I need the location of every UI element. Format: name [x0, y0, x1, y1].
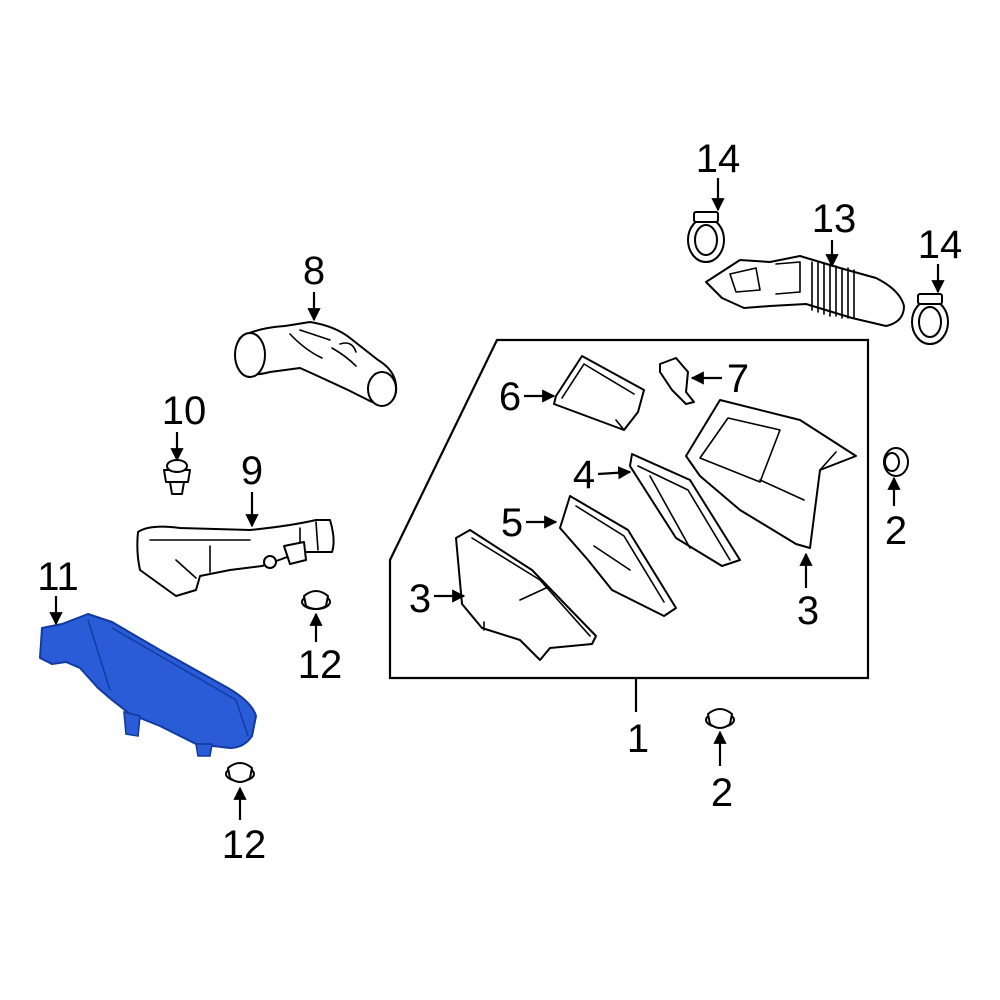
part-11-air-inlet-highlighted[interactable] [39, 613, 257, 757]
part-8-air-duct[interactable] [234, 321, 398, 407]
callout-8: 8 [303, 249, 325, 293]
part-2-grommet-bottom[interactable] [705, 708, 735, 729]
callout-10: 10 [162, 389, 207, 433]
callout-9: 9 [241, 449, 263, 493]
part-12-grommet-upper[interactable] [301, 590, 331, 610]
callout-4-leader [597, 466, 632, 480]
part-5-filter-insert[interactable] [559, 495, 677, 617]
callout-14-right: 14 [918, 223, 963, 267]
part-4-filter-element[interactable] [629, 453, 741, 567]
part-7-sensor[interactable] [659, 357, 695, 405]
callout-6: 6 [499, 375, 521, 419]
part-12-grommet-lower[interactable] [225, 762, 255, 783]
part-13-intake-hose[interactable] [705, 255, 905, 327]
callout-7: 7 [727, 357, 749, 401]
assembly-group-outline [388, 338, 870, 680]
part-3-airbox-lower[interactable] [455, 529, 597, 661]
callout-2-bottom: 2 [711, 771, 733, 815]
part-2-grommet-right[interactable] [883, 447, 909, 477]
part-3-airbox-upper[interactable] [685, 399, 857, 549]
callout-12-lower: 12 [222, 823, 267, 867]
part-14-clamp-left[interactable] [687, 211, 725, 263]
callout-14-left: 14 [696, 137, 741, 181]
callout-1: 1 [627, 717, 649, 761]
part-11-body[interactable] [39, 613, 257, 749]
part-9-intake-duct[interactable] [136, 519, 335, 597]
callout-2-right: 2 [885, 509, 907, 553]
callout-12-upper: 12 [298, 643, 343, 687]
callout-5: 5 [501, 501, 523, 545]
callout-4: 4 [573, 453, 595, 497]
callout-3-upper: 3 [797, 589, 819, 633]
part-6-filter-cover[interactable] [553, 355, 645, 431]
part-14-clamp-right[interactable] [911, 293, 949, 345]
part-10-push-clip[interactable] [163, 459, 191, 495]
callout-11: 11 [37, 555, 79, 599]
callout-3-lower: 3 [409, 577, 431, 621]
callout-13: 13 [812, 197, 857, 241]
